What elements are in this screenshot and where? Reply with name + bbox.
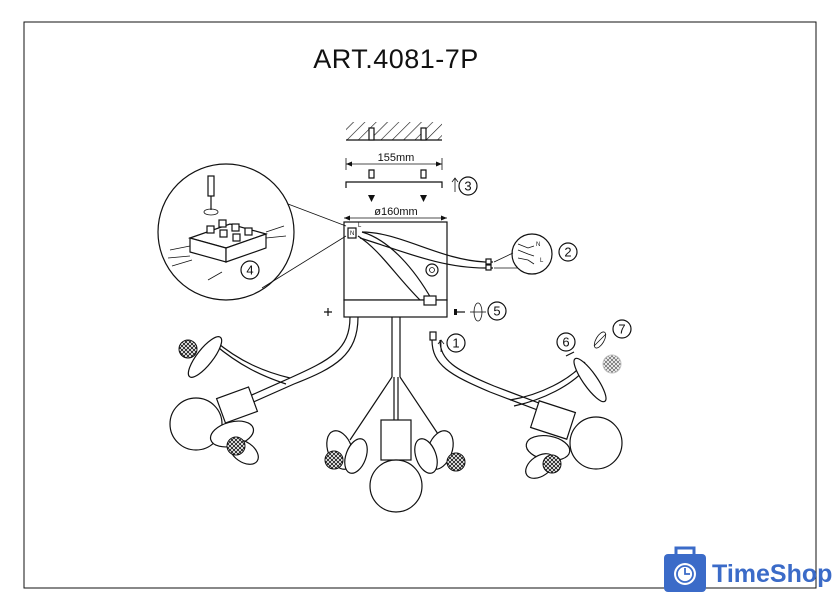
crystal-bead (446, 452, 466, 472)
svg-text:3: 3 (464, 179, 471, 194)
svg-text:L: L (358, 223, 362, 229)
left-arm (169, 316, 359, 465)
step-6-marker: 6 (556, 332, 576, 357)
logo-brand: TimeShop (712, 560, 832, 588)
dimension-160: ø160mm (344, 206, 447, 221)
svg-text:N: N (536, 242, 540, 248)
step-4-label: 4 (246, 263, 253, 278)
drawing-frame (23, 21, 817, 589)
timeshop-logo: TimeShop (664, 546, 832, 592)
model-title: ART.4081-7P (313, 44, 479, 74)
ceiling (346, 122, 442, 141)
svg-text:7: 7 (618, 322, 625, 337)
step-7-marker: 7 (593, 319, 632, 374)
mounting-bracket (345, 169, 443, 202)
step-1-marker: 1 (429, 331, 466, 353)
center-arm (324, 376, 466, 513)
terminal-block-detail: 4 (157, 163, 347, 301)
crystal-bead (226, 436, 246, 456)
crystal-bead (178, 339, 198, 359)
step-2-label: 2 (564, 245, 571, 260)
dimension-155: 155mm (345, 152, 443, 170)
fixing-screws: 5 (324, 301, 507, 322)
step-5-label: 5 (493, 304, 500, 319)
dimension-155-label: 155mm (378, 152, 415, 164)
crystal-bead (542, 454, 562, 474)
svg-text:L: L (540, 258, 544, 264)
connector-detail: N L 2 (493, 233, 578, 275)
central-stem (391, 317, 401, 377)
step-3-marker: 3 (451, 176, 478, 196)
dimension-160-label: ø160mm (374, 206, 417, 218)
right-arm (431, 339, 623, 479)
svg-text:6: 6 (562, 335, 569, 350)
svg-text:N: N (350, 231, 354, 237)
crystal-bead (324, 450, 344, 470)
canopy: N L (343, 221, 493, 318)
svg-text:1: 1 (452, 336, 459, 351)
